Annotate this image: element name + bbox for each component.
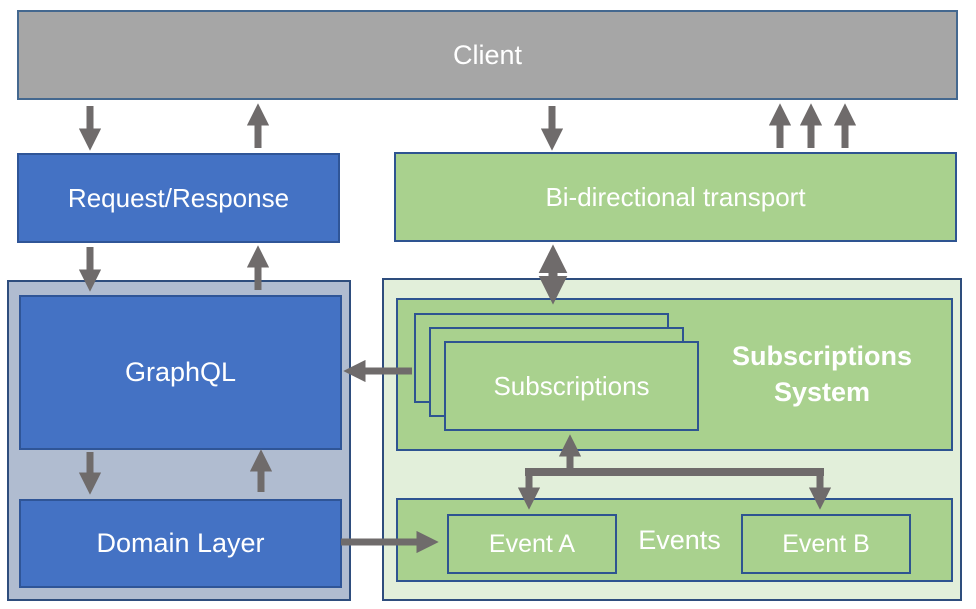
client-box: Client [17, 10, 958, 100]
graphql-layer-container: GraphQL Domain Layer [7, 280, 351, 601]
graphql-label: GraphQL [124, 357, 237, 387]
subscriptions-label: Subscriptions [493, 370, 650, 401]
subscriptions-card-front: Subscriptions [444, 341, 699, 431]
subscriptions-system-title: Subscriptions System [731, 341, 913, 407]
bidirectional-transport-box: Bi-directional transport [394, 152, 957, 242]
bidirectional-transport-label: Bi-directional transport [545, 181, 806, 212]
domain-layer-box: Domain Layer [19, 499, 342, 588]
event-b-box: Event B [741, 514, 911, 574]
event-b-label: Event B [782, 529, 870, 558]
events-box: Event A Events Event B [396, 498, 953, 582]
client-label: Client [452, 39, 523, 70]
request-response-box: Request/Response [17, 153, 340, 243]
graphql-box: GraphQL [19, 295, 342, 450]
event-a-box: Event A [447, 514, 617, 574]
events-label: Events [638, 524, 721, 555]
event-a-label: Event A [488, 529, 576, 558]
domain-layer-label: Domain Layer [96, 528, 265, 558]
subscriptions-system-container: Subscriptions Subscriptions System Event… [382, 278, 962, 601]
subscriptions-system-box: Subscriptions Subscriptions System [396, 298, 953, 451]
request-response-label: Request/Response [67, 182, 290, 213]
